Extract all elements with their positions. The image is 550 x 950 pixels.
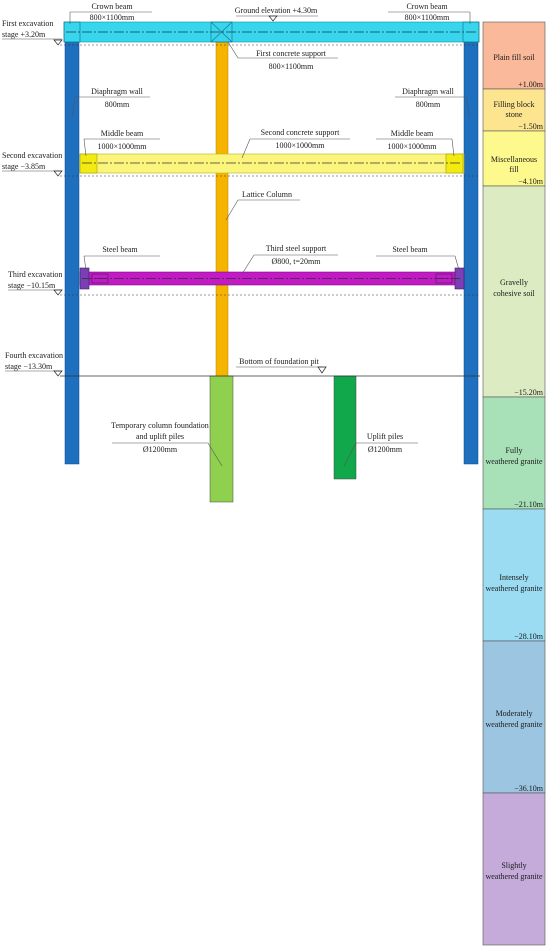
diaphragm-wall-right <box>463 41 479 465</box>
stratum-moderately-weathered-granite <box>482 640 546 794</box>
pit-bottom-label: Bottom of foundation pit <box>239 357 320 366</box>
middle-beam-left <box>79 153 98 174</box>
pit-bottom-marker <box>317 366 327 374</box>
third-support-title: Third steel support <box>266 244 327 253</box>
first-support-title: First concrete support <box>256 49 327 58</box>
stratum-elevation: −1.50m <box>518 122 544 131</box>
middle-beam-left-size: 1000×1000mm <box>98 142 148 151</box>
crown-beam-right-title: Crown beam <box>406 2 448 11</box>
second-concrete-support <box>79 153 465 174</box>
ground-elevation-label: Ground elevation +4.30m <box>235 6 318 15</box>
diaphragm-wall-left <box>64 41 80 465</box>
second-support-size: 1000×1000mm <box>276 141 326 150</box>
stratum-elevation: −4.10m <box>518 177 544 186</box>
stratum-slightly-weathered-granite <box>482 792 546 946</box>
steel-beam-right-title: Steel beam <box>392 245 428 254</box>
diaphragm-wall-right-size: 800mm <box>416 100 441 109</box>
lattice-column-label: Lattice Column <box>242 190 292 199</box>
stratum-elevation: +1.00m <box>518 80 544 89</box>
level-marker-first <box>53 39 63 46</box>
uplift-piles-size: Ø1200mm <box>368 445 403 454</box>
stratum-elevation: −21.10m <box>514 500 544 509</box>
stratum-gravelly-cohesive-soil <box>482 185 546 398</box>
middle-beam-right-size: 1000×1000mm <box>388 142 438 151</box>
stratum-filling-block-stone <box>482 88 546 132</box>
stratum-fully-weathered-granite <box>482 396 546 510</box>
first-support-size: 800×1100mm <box>269 62 314 71</box>
stratum-intensely-weathered-granite <box>482 508 546 642</box>
diaphragm-wall-left-size: 800mm <box>105 100 130 109</box>
stratum-elevation: −28.10m <box>514 632 544 641</box>
lattice-column <box>215 41 229 377</box>
crown-beam-left-size: 800×1100mm <box>90 13 135 22</box>
diaphragm-wall-right-title: Diaphragm wall <box>402 87 455 96</box>
middle-beam-right-title: Middle beam <box>391 129 434 138</box>
third-support-size: Ø800, t=20mm <box>272 257 322 266</box>
level-marker-third <box>53 289 63 296</box>
diaphragm-wall-left-title: Diaphragm wall <box>91 87 144 96</box>
temporary-column-pile <box>209 375 234 503</box>
crown-beam-right-size: 800×1100mm <box>405 13 450 22</box>
level-marker-fourth <box>53 370 63 377</box>
stratum-elevation: −36.10m <box>514 784 544 793</box>
steel-beam-left-title: Steel beam <box>102 245 138 254</box>
level-marker-second <box>53 170 63 177</box>
stratum-miscellaneous-fill <box>482 130 546 187</box>
second-support-title: Second concrete support <box>261 128 340 137</box>
stratum-label-plain-fill-soil: Plain fill soil <box>493 53 535 62</box>
uplift-piles-label: Uplift piles <box>367 432 403 441</box>
temp-column-size: Ø1200mm <box>143 445 178 454</box>
crown-beam-left-title: Crown beam <box>91 2 133 11</box>
ground-elevation-marker <box>268 15 278 22</box>
stratum-plain-fill-soil <box>482 21 546 90</box>
stratum-elevation: −15.20m <box>514 388 544 397</box>
middle-beam-left-title: Middle beam <box>101 129 144 138</box>
middle-beam-right <box>445 153 464 174</box>
